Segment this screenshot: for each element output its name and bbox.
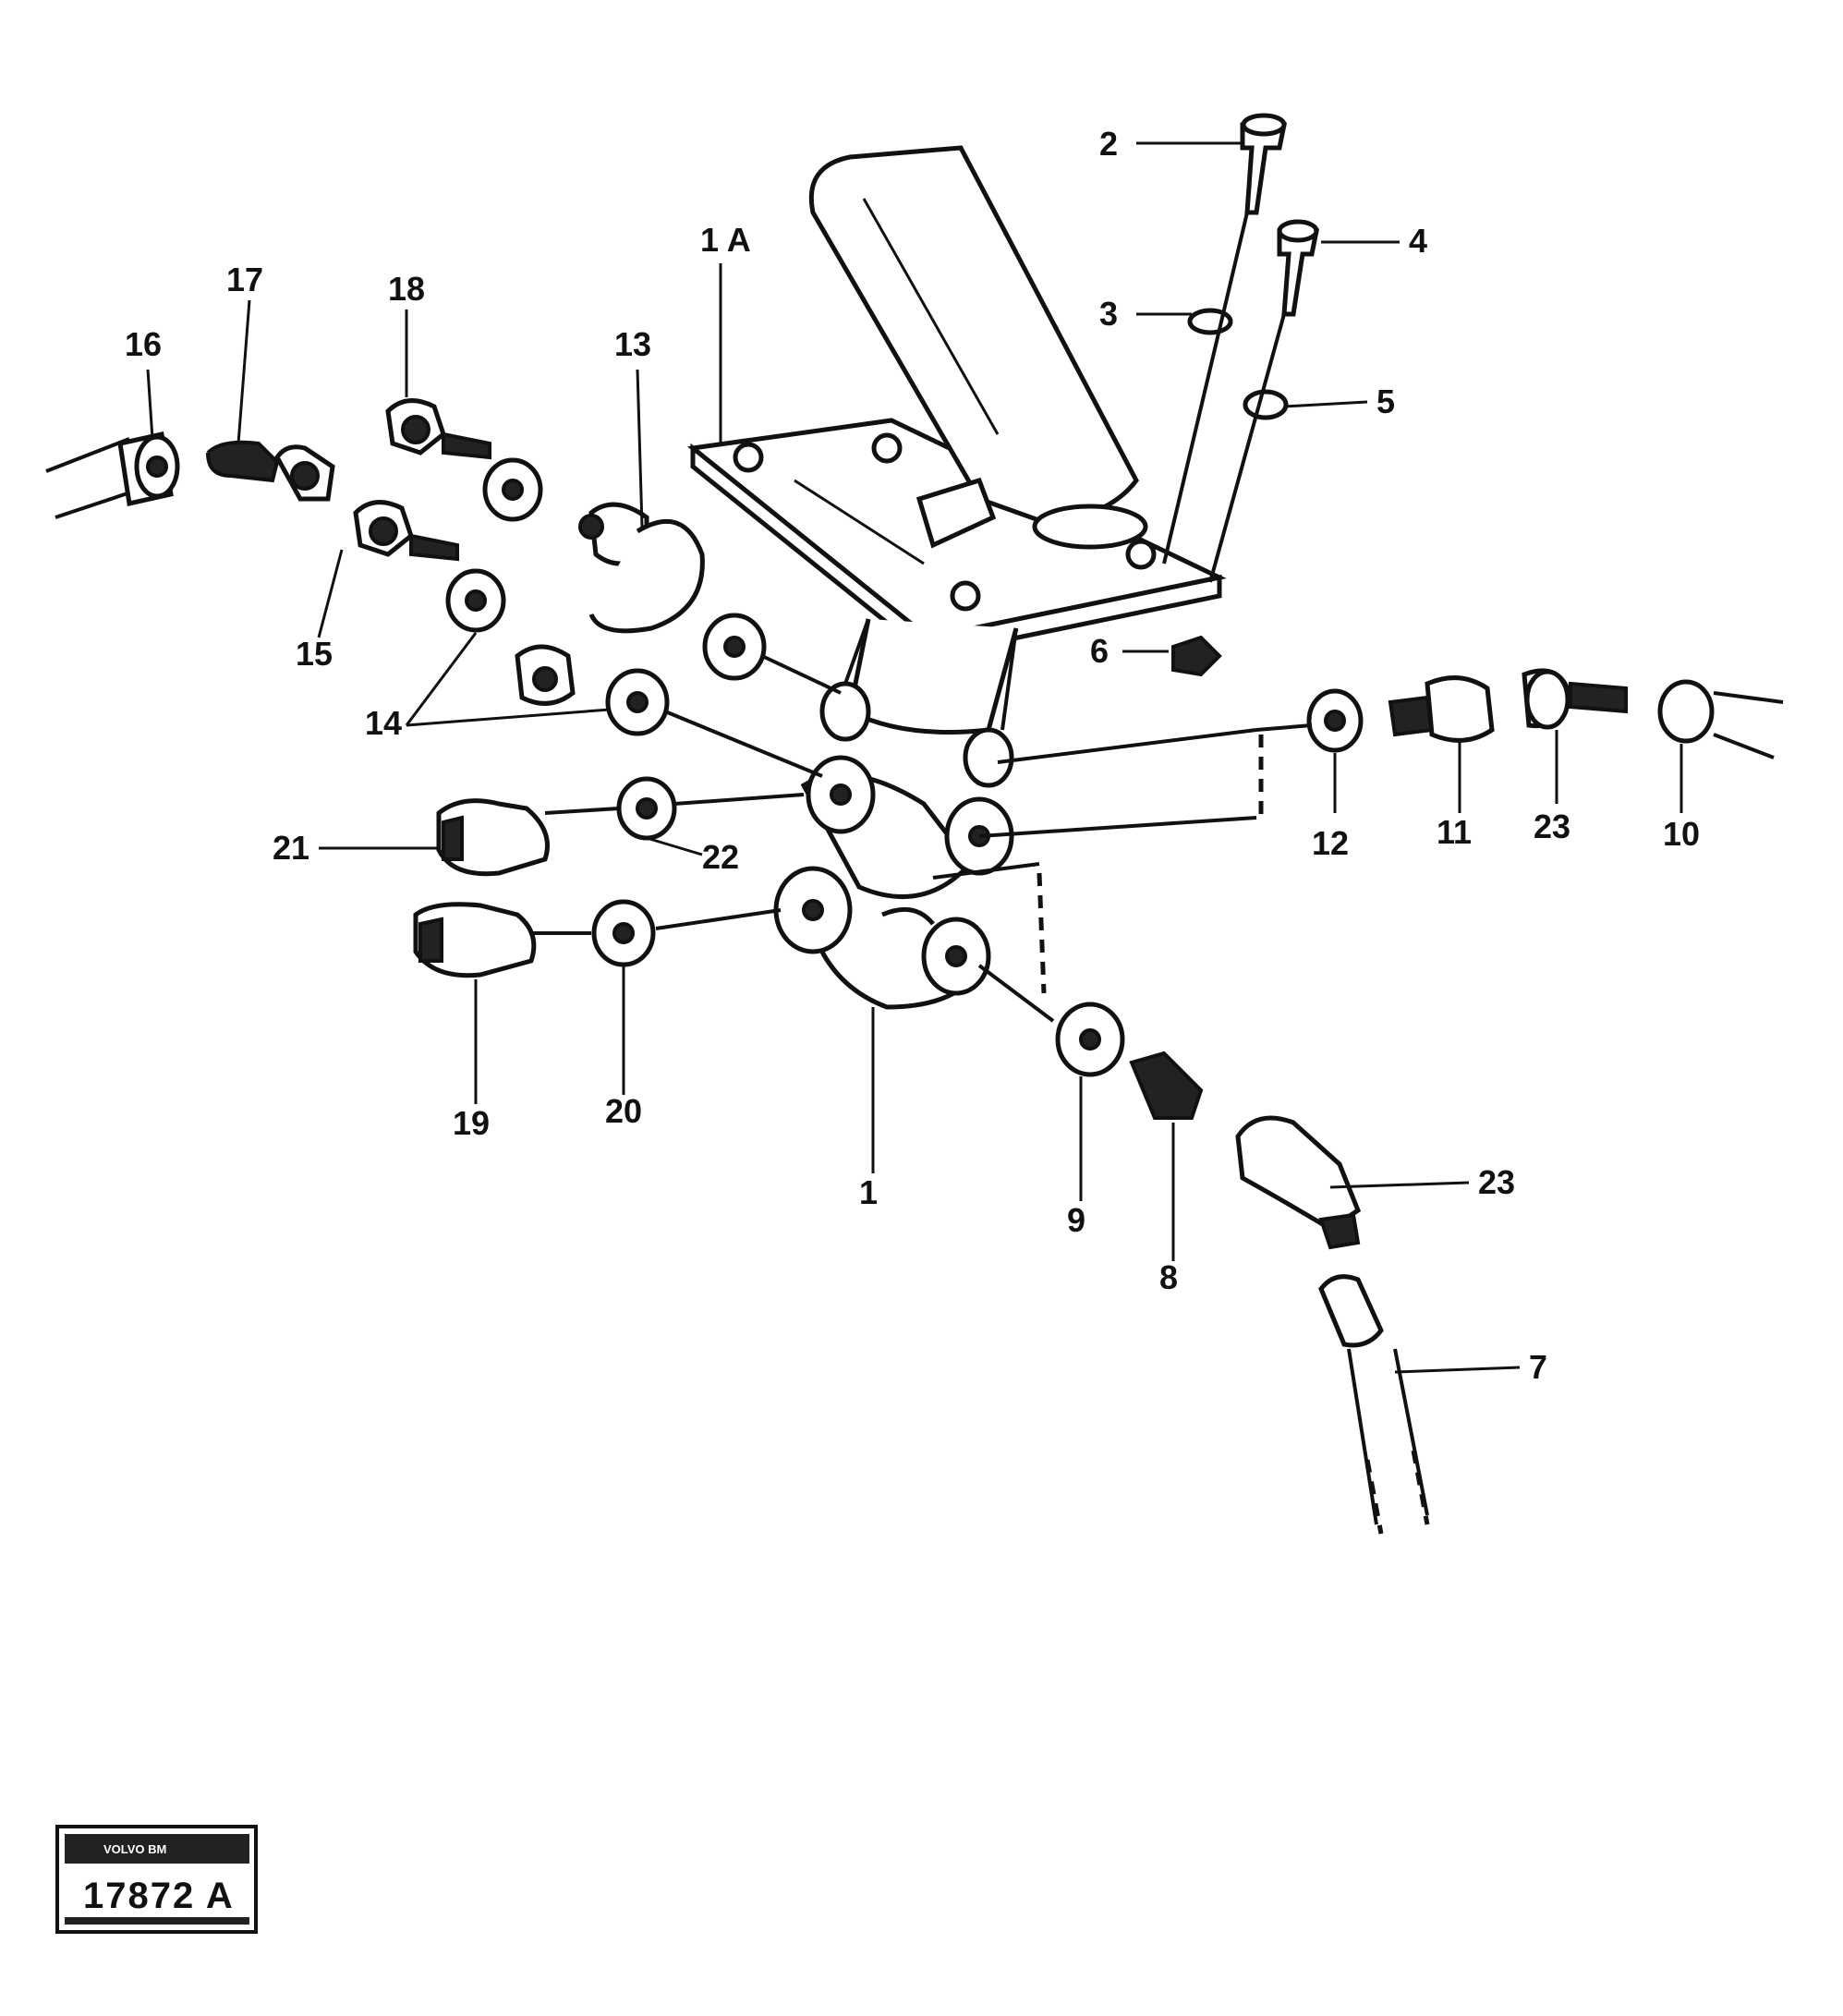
label-23-upper: 23 xyxy=(1534,808,1570,845)
part-labels: 2 1 A 4 3 5 6 17 18 16 13 15 14 12 11 23… xyxy=(125,125,1700,1386)
label-7: 7 xyxy=(1529,1348,1547,1386)
connection-lines xyxy=(531,618,1313,1023)
label-18: 18 xyxy=(388,270,425,308)
label-20: 20 xyxy=(605,1092,642,1130)
label-11: 11 xyxy=(1437,813,1472,851)
label-4: 4 xyxy=(1409,222,1427,260)
label-6: 6 xyxy=(1090,632,1109,670)
sensor-fittings xyxy=(413,776,677,978)
label-2: 2 xyxy=(1099,125,1118,163)
label-16: 16 xyxy=(125,325,162,363)
label-12: 12 xyxy=(1312,824,1349,862)
label-1: 1 xyxy=(859,1173,878,1211)
right-fittings xyxy=(1306,668,1784,759)
leader-lines xyxy=(146,141,1683,1374)
label-3: 3 xyxy=(1099,295,1118,333)
stamp-header: VOLVO BM xyxy=(103,1842,166,1856)
brake-valve-body xyxy=(773,618,1019,1010)
left-fittings xyxy=(45,398,767,736)
label-23-lower: 23 xyxy=(1478,1163,1515,1201)
label-22: 22 xyxy=(702,838,739,876)
label-21: 21 xyxy=(273,829,309,867)
bolts-and-washers xyxy=(1162,113,1320,677)
label-13: 13 xyxy=(614,325,651,363)
drawing-stamp: VOLVO BM 17872 A xyxy=(55,1825,258,1934)
lower-fittings xyxy=(1055,1002,1430,1535)
label-5: 5 xyxy=(1376,383,1395,420)
label-9: 9 xyxy=(1067,1201,1085,1239)
label-17: 17 xyxy=(226,261,263,298)
label-15: 15 xyxy=(296,635,333,673)
label-10: 10 xyxy=(1663,815,1700,853)
pedal-assembly xyxy=(686,145,1227,662)
label-14: 14 xyxy=(365,704,402,742)
stamp-number: 17872 A xyxy=(83,1876,235,1916)
label-8: 8 xyxy=(1159,1258,1178,1296)
label-19: 19 xyxy=(453,1104,490,1142)
label-1a: 1 A xyxy=(700,221,751,259)
